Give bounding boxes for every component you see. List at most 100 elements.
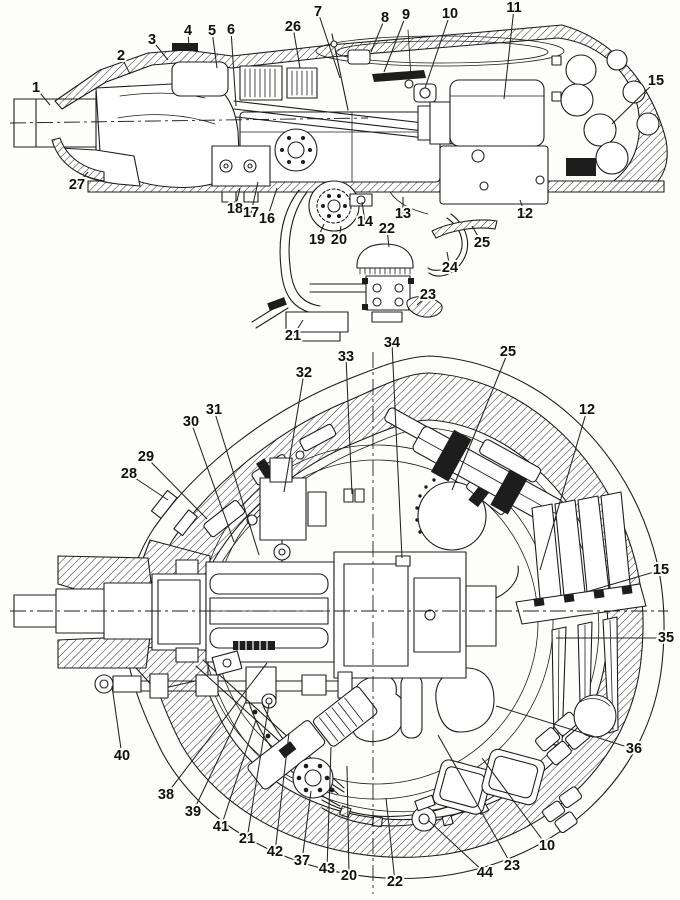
leader-line-plan-42: [274, 732, 290, 853]
callout-plan-43: 43: [319, 861, 335, 877]
leader-line-plan-30: [190, 421, 235, 543]
leader-line-side-6: [230, 29, 237, 107]
leader-line-side-8: [370, 17, 386, 53]
leader-line-side-5: [211, 30, 218, 69]
leader-line-side-24: [446, 251, 451, 269]
callout-side-9: 9: [402, 7, 410, 23]
callout-side-11: 11: [506, 0, 521, 16]
leader-line-plan-38: [165, 662, 268, 796]
leader-line-side-2: [120, 55, 131, 75]
leader-line-plan-40: [111, 685, 123, 757]
leader-line-plan-43: [326, 746, 332, 870]
seat-post: [261, 693, 277, 709]
leader-line-side-21: [292, 319, 304, 337]
leader-line-plan-22: [385, 797, 396, 883]
roof-cap: [172, 43, 198, 51]
leader-line-plan-28: [128, 473, 169, 501]
callout-side-2: 2: [117, 48, 125, 64]
callout-side-10: 10: [442, 6, 458, 22]
callout-side-27: 27: [69, 177, 85, 193]
callout-side-20: 20: [331, 232, 347, 248]
callout-side-24: 24: [442, 260, 458, 276]
callout-plan-15: 15: [653, 562, 669, 578]
leader-line-plan-36: [495, 705, 635, 750]
callout-plan-29: 29: [138, 449, 154, 465]
leader-line-plan-32: [283, 372, 305, 493]
leader-line-side-12: [519, 199, 526, 215]
ammo-carousel: [356, 243, 414, 323]
finned-unit-b: [286, 67, 318, 99]
rear-device: [566, 158, 596, 176]
leader-line-plan-31: [213, 409, 260, 556]
callout-side-4: 4: [184, 23, 192, 39]
floor-pipe: [389, 191, 429, 215]
callout-plan-28: 28: [121, 466, 137, 482]
equipment-box-11: [449, 79, 545, 147]
leader-line-side-18: [234, 187, 241, 210]
callout-plan-33: 33: [338, 349, 354, 365]
leader-line-plan-33: [345, 356, 353, 495]
leader-line-plan-39: [192, 698, 248, 813]
callout-plan-39: 39: [185, 804, 201, 820]
guide-roller: [411, 806, 437, 832]
callout-side-14: 14: [357, 214, 373, 230]
callout-side-3: 3: [148, 32, 156, 48]
callout-plan-30: 30: [183, 414, 199, 430]
callout-side-13: 13: [395, 206, 411, 222]
plan-section-view: [10, 352, 668, 894]
cupola-ring-outer: [315, 35, 565, 67]
leader-line-side-9: [383, 14, 407, 73]
callout-plan-44: 44: [477, 865, 493, 881]
breech-block: [333, 551, 467, 679]
leader-line-side-15: [611, 80, 657, 125]
callout-plan-41: 41: [213, 819, 229, 835]
elevation-gear: [274, 128, 318, 172]
foot-step-25: [431, 219, 498, 239]
leader-line-plan-21: [246, 703, 270, 840]
callout-side-15: 15: [648, 73, 664, 89]
callout-plan-21: 21: [239, 831, 255, 847]
callout-side-26: 26: [285, 19, 301, 35]
callout-side-18: 18: [227, 201, 243, 217]
leader-line-side-20: [338, 225, 342, 241]
leader-line-side-11: [503, 7, 515, 100]
callout-plan-34: 34: [384, 335, 400, 351]
callout-plan-38: 38: [158, 787, 174, 803]
callout-side-22: 22: [379, 221, 395, 237]
callout-plan-35: 35: [658, 630, 674, 646]
leader-line-plan-10: [481, 757, 548, 847]
callout-plan-31: 31: [206, 402, 222, 418]
callout-side-7: 7: [314, 4, 322, 20]
callout-side-17: 17: [243, 205, 259, 221]
traverse-gearbox: [211, 145, 271, 203]
elevation-mechanism: [259, 457, 327, 563]
leader-line-side-25: [471, 225, 483, 244]
callout-plan-20: 20: [341, 868, 357, 884]
case-catcher-group: [350, 667, 495, 743]
stowed-weapon: [384, 407, 564, 526]
leader-line-side-23: [416, 294, 429, 306]
gun-axis-centerline: [9, 117, 369, 124]
callout-side-21: 21: [285, 328, 301, 344]
leader-line-plan-44: [427, 819, 486, 874]
leader-line-plan-29: [145, 456, 208, 520]
leader-line-side-7: [317, 11, 341, 79]
leader-line-plan-15: [585, 569, 662, 593]
leader-line-side-22: [386, 228, 390, 248]
mount-bracket: [413, 83, 437, 103]
finned-unit-a: [239, 65, 283, 101]
leader-line-side-14: [361, 201, 366, 223]
callout-plan-37: 37: [294, 853, 310, 869]
leader-line-side-1: [35, 87, 51, 106]
callout-plan-25: 25: [500, 344, 516, 360]
roof-bracket: [347, 49, 371, 65]
callout-plan-12: 12: [579, 402, 595, 418]
turret-outer-outline: [123, 355, 665, 879]
callout-plan-32: 32: [296, 365, 312, 381]
breech-ring: [151, 573, 207, 651]
traverse-motor-flange: [292, 757, 334, 799]
callout-side-25: 25: [474, 235, 490, 251]
callout-side-8: 8: [381, 10, 389, 26]
callout-plan-42: 42: [267, 844, 283, 860]
